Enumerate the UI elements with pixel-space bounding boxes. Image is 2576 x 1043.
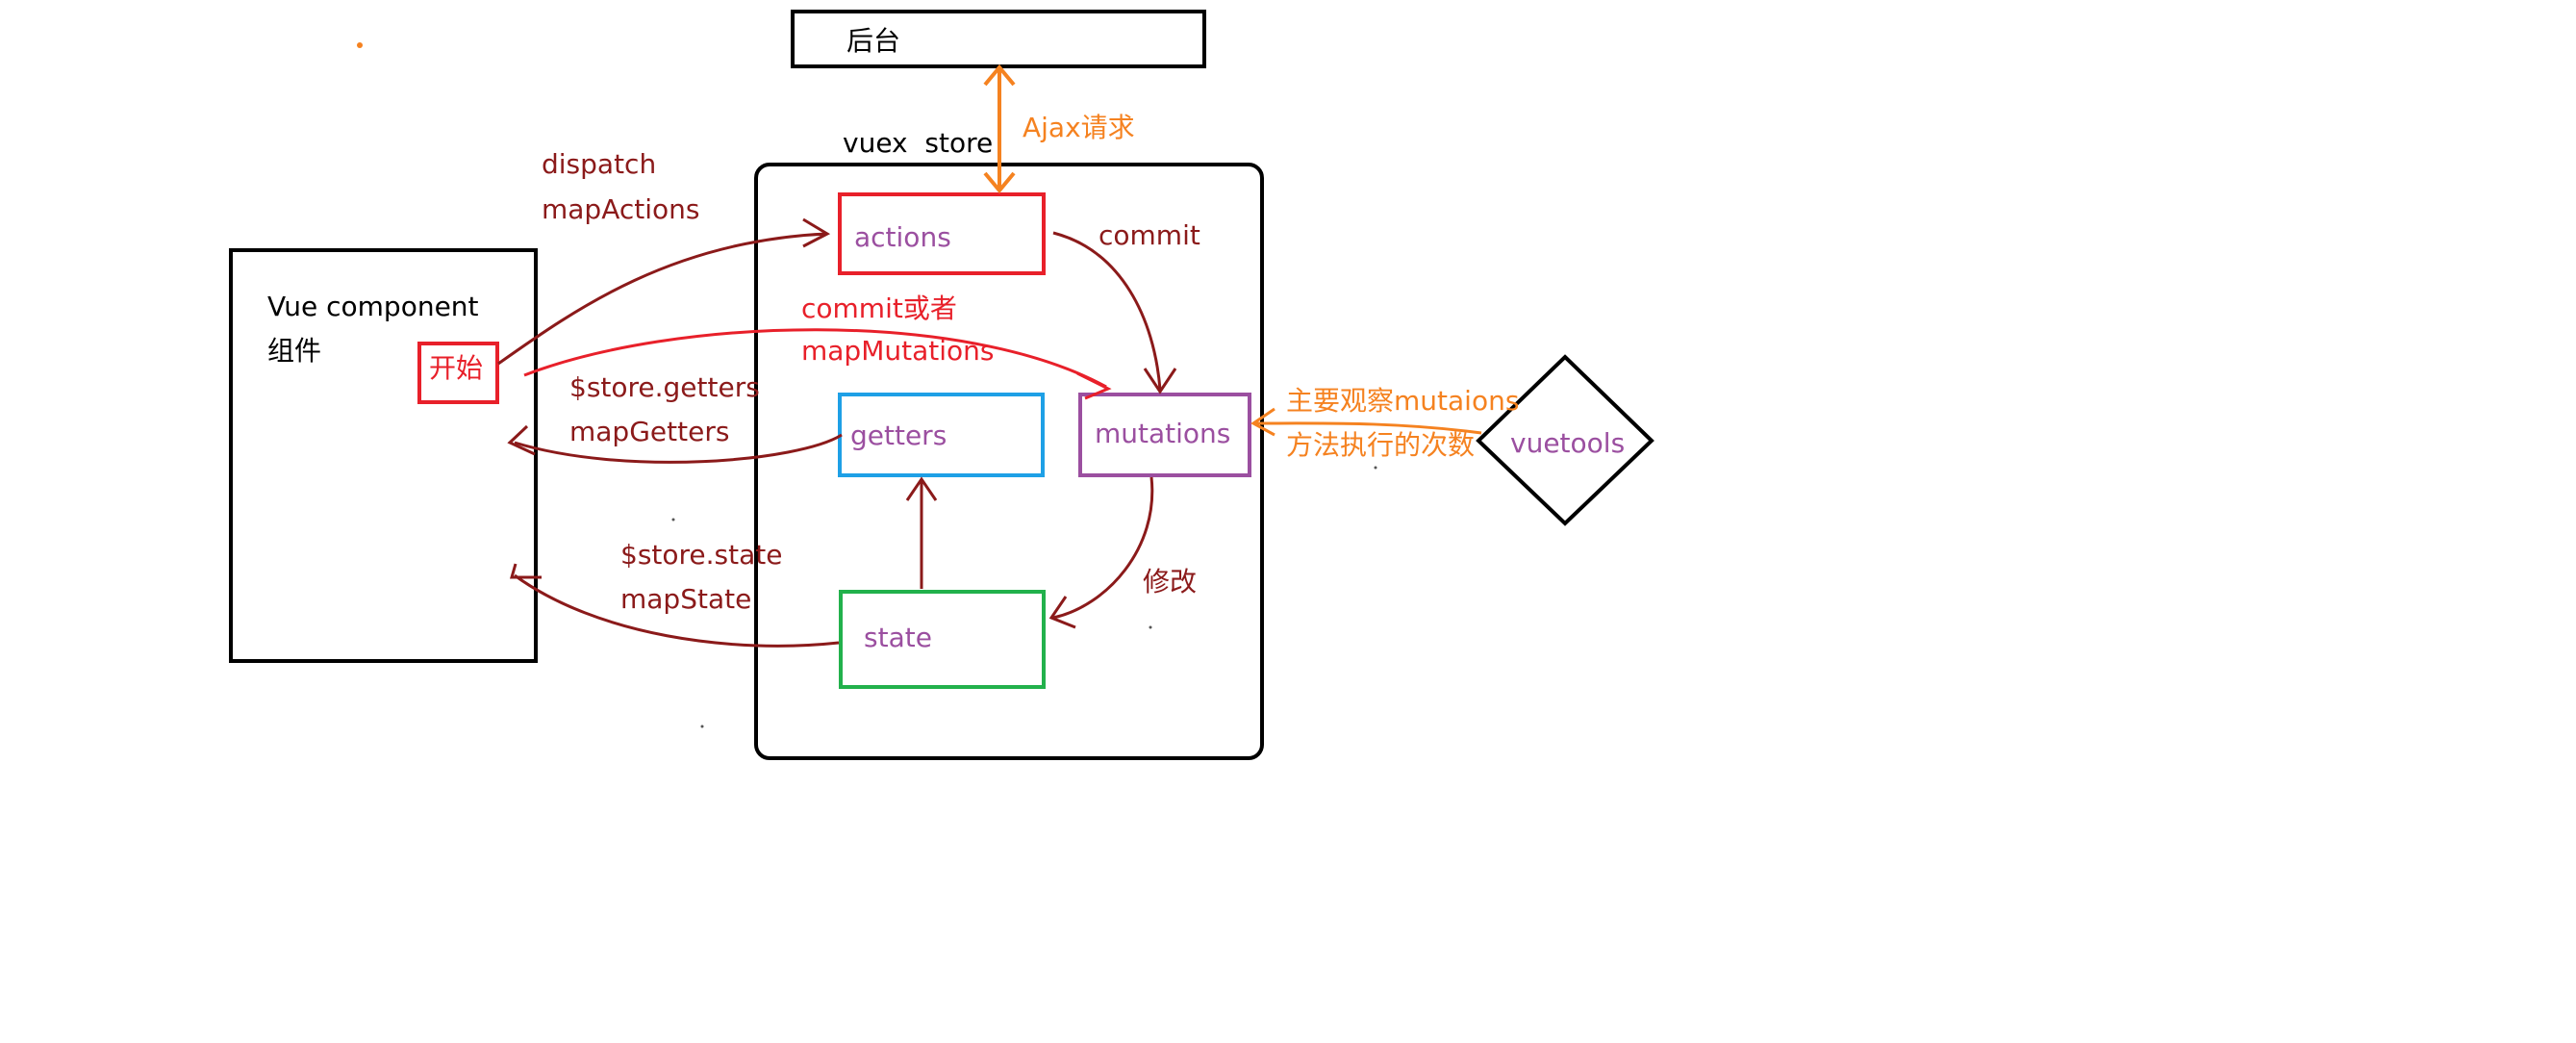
getters-arrow [507, 424, 843, 464]
stray-dot [1149, 625, 1152, 629]
state-label: state [864, 622, 932, 653]
commit-arrow [1052, 231, 1177, 394]
state-getters-arrow [905, 476, 938, 589]
observe-label-1: 主要观察mutaions [1286, 385, 1519, 417]
map-getters-label: mapGetters [569, 416, 729, 447]
actions-label: actions [854, 221, 951, 253]
actions-box [838, 192, 1046, 275]
stray-dot [357, 42, 363, 48]
mutations-box [1078, 393, 1251, 477]
map-state-label: mapState [620, 583, 751, 615]
vuex-store-box [754, 163, 1264, 760]
stray-dot [1374, 466, 1377, 470]
state-arrow [510, 563, 840, 648]
vuetools-diamond [1476, 354, 1654, 526]
vuetools-label: vuetools [1510, 427, 1625, 459]
map-mutations-label: mapMutations [801, 335, 994, 367]
store-label: vuex store [843, 127, 993, 159]
observe-arrow [1250, 407, 1482, 437]
backend-label: 后台 [846, 25, 900, 57]
getters-label: getters [850, 420, 947, 451]
state-box [839, 590, 1046, 689]
dispatch-arrow [497, 217, 831, 366]
start-label: 开始 [429, 352, 483, 384]
store-getters-label: $store.getters [569, 371, 760, 403]
stray-dot [700, 725, 704, 728]
modify-arrow [1048, 476, 1154, 629]
vue-component-box [229, 248, 538, 663]
dispatch-label: dispatch [542, 148, 656, 180]
commit-label: commit [1099, 219, 1200, 251]
commit-mutations-arrow [523, 328, 1112, 400]
mutations-label: mutations [1095, 418, 1230, 449]
ajax-label: Ajax请求 [1023, 112, 1135, 143]
commit-or-label: commit或者 [801, 293, 957, 324]
observe-label-2: 方法执行的次数 [1286, 429, 1475, 461]
store-state-label: $store.state [620, 539, 782, 571]
stray-dot [671, 518, 675, 522]
ajax-arrow [983, 64, 1016, 194]
map-actions-label: mapActions [542, 193, 700, 225]
modify-label: 修改 [1143, 566, 1197, 598]
component-subtitle: 组件 [267, 335, 321, 367]
start-box [417, 342, 499, 404]
component-title: Vue component [267, 291, 479, 322]
